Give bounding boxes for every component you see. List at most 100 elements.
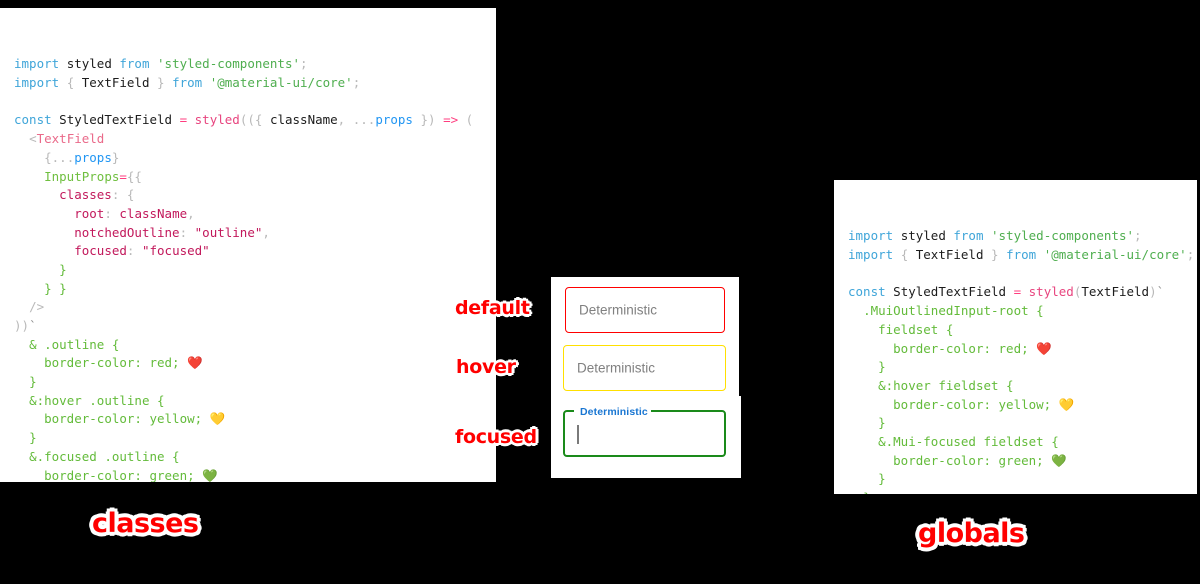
code-token: StyledTextField (893, 284, 1007, 300)
code-token: 'styled-components' (991, 228, 1135, 244)
code-token: ; (1134, 228, 1142, 244)
textfield-demo-card-top: Deterministic Deterministic (551, 277, 739, 396)
code-token: styled (1028, 284, 1074, 300)
code-token: & .outline { (29, 336, 120, 352)
code-line (848, 265, 1197, 284)
code-token (1006, 284, 1014, 299)
code-token (172, 112, 180, 127)
code-token (848, 471, 878, 486)
code-token (983, 247, 991, 262)
code-panel-classes: import styled from 'styled-components';i… (0, 8, 496, 482)
code-line: } } (14, 280, 496, 299)
code-block-globals: import styled from 'styled-components';i… (848, 227, 1197, 494)
code-token: }) (420, 112, 436, 128)
code-token: TextField (36, 131, 105, 147)
code-token (74, 75, 82, 90)
textfield-focused[interactable]: Deterministic (563, 406, 726, 457)
code-token: = (1013, 284, 1022, 300)
code-token (59, 56, 67, 71)
code-token: from (119, 56, 150, 72)
code-token: } (59, 261, 67, 277)
code-line: } (848, 489, 1197, 494)
code-token (893, 228, 901, 243)
code-token: props (375, 112, 413, 128)
code-token (14, 374, 29, 389)
code-token (848, 434, 878, 449)
code-token: root (74, 205, 105, 221)
code-token: TextField (915, 247, 984, 263)
code-token: InputProps (44, 168, 120, 184)
code-line: import { TextField } from '@material-ui/… (14, 74, 496, 93)
code-line: focused: "focused" (14, 242, 496, 261)
code-token: /> (29, 299, 45, 315)
textfield-default[interactable]: Deterministic (565, 287, 725, 333)
code-line: } (848, 414, 1197, 433)
code-token: } (29, 430, 37, 446)
code-line: {...props} (14, 149, 496, 168)
code-line: border-color: green; 💚 (848, 452, 1197, 471)
code-token (14, 225, 74, 240)
code-token (149, 56, 157, 71)
code-token (848, 378, 878, 393)
code-token: import (14, 75, 60, 91)
code-token (983, 228, 991, 243)
code-token: } (29, 374, 37, 390)
code-token: "outline" (194, 224, 263, 240)
code-token: &:hover fieldset { (878, 377, 1014, 393)
annotation-hover: hover (456, 356, 516, 378)
code-token: { (126, 187, 135, 203)
code-token: } (878, 471, 886, 487)
code-line: } (14, 429, 496, 448)
code-token: border-color: yellow; (44, 411, 210, 427)
code-token (14, 411, 44, 426)
code-token (14, 187, 59, 202)
code-line: <TextField (14, 130, 496, 149)
code-line: border-color: red; ❤️ (14, 354, 496, 373)
code-token (149, 75, 157, 90)
code-token (848, 322, 878, 337)
code-token (14, 262, 59, 277)
code-token: ` (29, 318, 37, 334)
code-line: &.Mui-focused fieldset { (848, 433, 1197, 452)
code-token: : (126, 243, 142, 259)
code-token: focused (74, 243, 127, 259)
code-line: &:hover fieldset { (848, 377, 1197, 396)
code-token: : (111, 187, 127, 203)
code-token: '@material-ui/core' (209, 75, 353, 91)
code-token: import (848, 247, 894, 263)
code-line: notchedOutline: "outline", (14, 224, 496, 243)
code-token: classes (59, 187, 112, 203)
code-line: } (14, 261, 496, 280)
code-token: styled (194, 112, 240, 128)
code-line: &.focused .outline { (14, 448, 496, 467)
code-token: , (187, 205, 195, 221)
code-token: } (878, 359, 886, 375)
code-line: border-color: yellow; 💛 (14, 410, 496, 429)
code-token (14, 299, 29, 314)
code-token: => (443, 112, 459, 128)
code-token: 💛 (209, 411, 226, 427)
code-token: { (66, 75, 75, 91)
textfield-hover[interactable]: Deterministic (563, 345, 726, 391)
panel-title-classes: classes (92, 508, 199, 539)
annotation-default: default (455, 297, 530, 319)
code-line: border-color: green; 💚 (14, 467, 496, 482)
code-token: border-color: green; (44, 467, 203, 482)
code-line: & .outline { (14, 336, 496, 355)
code-line: &:hover .outline { (14, 392, 496, 411)
code-token (14, 337, 29, 352)
code-token: "focused" (141, 243, 210, 259)
code-line: root: className, (14, 205, 496, 224)
code-token (848, 359, 878, 374)
code-token: 💚 (1051, 452, 1067, 468)
code-token: border-color: red; (44, 355, 188, 371)
code-token (14, 355, 44, 370)
code-token: } } (44, 280, 67, 296)
code-token (14, 281, 44, 296)
code-token (1036, 247, 1044, 262)
code-token: ` (1156, 284, 1165, 300)
code-token: TextField (1081, 284, 1150, 300)
code-token (848, 490, 863, 494)
code-token (14, 449, 29, 464)
code-token (436, 112, 444, 127)
